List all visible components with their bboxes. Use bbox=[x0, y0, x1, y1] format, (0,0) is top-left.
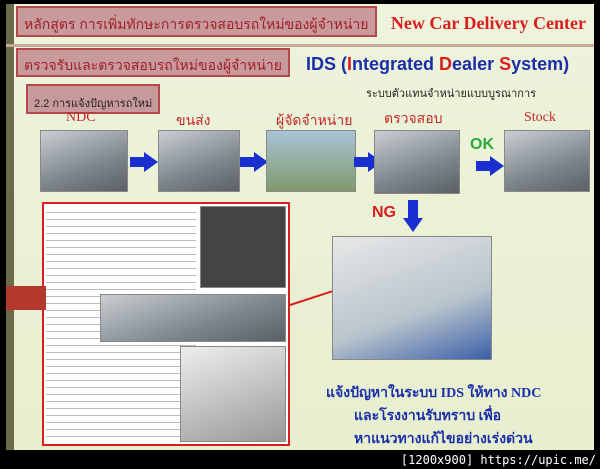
flow-label-ndc: NDC bbox=[66, 110, 96, 125]
message-line-1: แจ้งปัญหาในระบบ IDS ให้ทาง NDC bbox=[326, 386, 542, 401]
ids-subtitle: ระบบตัวแทนจำหน่ายแบบบูรณาการ bbox=[366, 88, 537, 100]
ids-title: IDS (Integrated Dealer System) bbox=[306, 54, 570, 74]
accent-block bbox=[6, 286, 46, 310]
flow-label-inspect: ตรวจสอบ bbox=[384, 112, 443, 127]
section-subtitle: 2.2 การแจ้งปัญหารถใหม่ bbox=[26, 84, 161, 114]
watermark: [1200x900] https://upic.me/ bbox=[400, 453, 596, 467]
left-strip bbox=[6, 4, 14, 450]
arrow-right-icon bbox=[130, 152, 158, 172]
arrow-right-icon bbox=[240, 152, 268, 172]
section-title: ตรวจรับและตรวจสอบรถใหม่ของผู้จำหน่าย bbox=[16, 48, 290, 77]
operator-photo bbox=[332, 236, 492, 360]
flow-label-transport: ขนส่ง bbox=[176, 114, 211, 129]
ng-label: NG bbox=[372, 204, 396, 221]
dealer-photo bbox=[266, 130, 356, 192]
stock-photo bbox=[504, 130, 590, 192]
flow-label-stock: Stock bbox=[524, 110, 556, 125]
pointer-line bbox=[289, 289, 336, 306]
report-form-image bbox=[42, 202, 290, 446]
ndc-photo bbox=[40, 130, 128, 192]
course-title: หลักสูตร การเพิ่มทักษะการตรวจสอบรถใหม่ขอ… bbox=[16, 6, 377, 37]
flow-label-dealer: ผู้จัดจำหน่าย bbox=[276, 114, 353, 129]
slide: หลักสูตร การเพิ่มทักษะการตรวจสอบรถใหม่ขอ… bbox=[6, 4, 594, 450]
center-title: New Car Delivery Center bbox=[390, 13, 586, 33]
message-line-3: หาแนวทางแก้ไขอย่างเร่งด่วน bbox=[354, 432, 533, 447]
message-line-2: และโรงงานรับทราบ เพื่อ bbox=[354, 409, 502, 424]
ok-label: OK bbox=[470, 136, 494, 153]
arrow-down-icon-head bbox=[403, 218, 423, 232]
arrow-down-icon bbox=[408, 200, 418, 218]
inspect-photo bbox=[374, 130, 460, 194]
transport-photo bbox=[158, 130, 240, 192]
arrow-right-icon bbox=[476, 156, 504, 176]
divider bbox=[6, 44, 594, 47]
